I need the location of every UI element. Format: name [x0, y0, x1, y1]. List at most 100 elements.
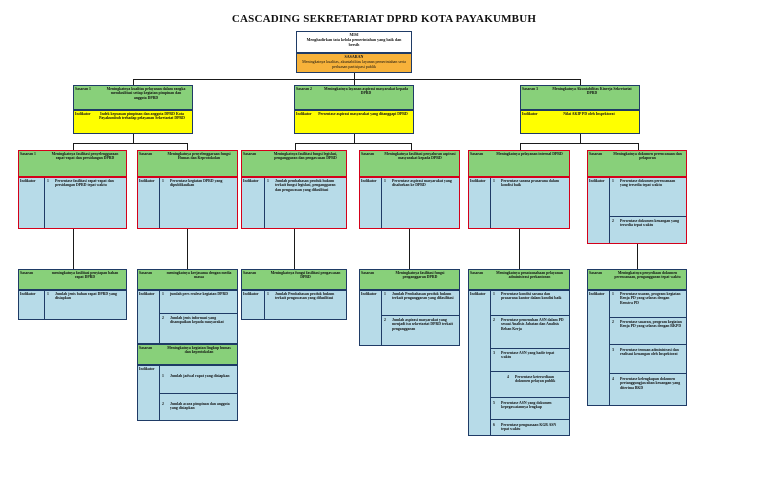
divider — [490, 315, 569, 316]
sasaran-label: Sasaran 2 — [296, 87, 312, 91]
indikator-text: Persentase sasaran, program kegiatan Ren… — [620, 320, 682, 329]
indikator-text: Jumlah Pembahasan produk hukum terkait p… — [392, 292, 454, 301]
level2-indikator-5: Indikator 1 Persentase sarana prasarana … — [468, 177, 570, 229]
indikator-text: Jumlah Pembahasan produk hukum terkait p… — [275, 292, 335, 301]
top-sasaran-label: SASARAN — [344, 54, 364, 59]
indikator-text: Jumlah jenis informasi yang disampaikan … — [170, 316, 224, 325]
sasaran-text: Meningkatnya fungsi fasilitasi pengawasa… — [270, 271, 341, 280]
indikator-text: Persentase penguasaan KGB ASN tepat wakt… — [501, 423, 557, 432]
indikator-text: Jumlah jenis bahan rapat DPRD yang disia… — [55, 292, 117, 301]
indikator-text: Nilai AKIP PD oleh Inspektorat — [563, 112, 615, 116]
indikator-num: 1 — [47, 292, 49, 296]
indikator-label: Indikator — [589, 179, 605, 183]
sasaran-label: Sasaran — [139, 271, 153, 275]
indikator-num: 2 — [612, 320, 614, 324]
top-sasaran-text: Meningkatnya kualitas, akuntabilitas lay… — [302, 58, 406, 69]
divider — [490, 397, 569, 398]
divider — [159, 291, 160, 343]
indikator-text: Persentase kondisi sarana dan prasarana … — [501, 292, 562, 301]
indikator-num: 3 — [493, 351, 495, 355]
misi-label: MISI — [349, 32, 359, 37]
connector — [409, 229, 410, 269]
indikator-label: Indikator — [470, 179, 486, 183]
divider — [159, 313, 237, 314]
connector — [637, 244, 638, 269]
connector — [580, 134, 581, 143]
level2-indikator-1: Indikator 1 Persentase fasilitasi rapat-… — [18, 177, 127, 229]
indikator-num: 2 — [612, 219, 614, 223]
sasaran-label: Sasaran — [470, 271, 484, 275]
indikator-label: Indikator — [243, 179, 259, 183]
sasaran-text: Meningkatnya penatausahaan pelayanan adm… — [496, 271, 563, 280]
level1-sasaran-1: Sasaran 1 Meningkatnya kualitas pelayana… — [73, 85, 193, 110]
indikator-num: 6 — [493, 423, 495, 427]
divider — [159, 366, 160, 420]
indikator-num: 2 — [162, 316, 164, 320]
indikator-text: Persentase dokumen keuangan yang tersedi… — [620, 219, 679, 228]
divider — [609, 216, 686, 217]
level3-sasaran-1: Sasaran meningkatnya fasilitasi penyiapa… — [18, 269, 127, 290]
indikator-num: 4 — [612, 377, 614, 381]
indikator-label: Indikator — [296, 112, 312, 116]
misi-box: MISI Menghadirkan tata kelola pemerintah… — [296, 31, 412, 53]
indikator-label: Indikator — [243, 292, 259, 296]
level3-indikator-6: Indikator 1 Persentase usaran, program k… — [587, 290, 687, 406]
indikator-text: Jumlah jadwal rapat yang disiapkan — [170, 374, 230, 378]
level3-indikator-5: Indikator 1 Persentase kondisi sarana da… — [468, 290, 570, 436]
connector — [73, 143, 74, 150]
divider — [44, 291, 45, 319]
sasaran-text: Meningkatnya penyediaan dokumen perencan… — [614, 271, 681, 280]
connector — [354, 73, 355, 79]
indikator-num: 1 — [384, 179, 386, 183]
sasaran-label: Sasaran 3 — [522, 87, 538, 91]
level1-indikator-1: Indikator Indek kepuasan pimpinan dan an… — [73, 110, 193, 134]
divider — [490, 291, 491, 435]
divider — [381, 315, 459, 316]
sasaran-label: Sasaran — [243, 271, 257, 275]
connector — [295, 143, 411, 144]
divider — [159, 178, 160, 228]
level3-sasaran-2: Sasaran meningkatnya kerjasama dengan me… — [137, 269, 238, 290]
level3-indikator-3: Indikator 1 Jumlah Pembahasan produk huk… — [241, 290, 347, 320]
sasaran-text: Meningkatnya Akuntabilitas Kinerja Sekre… — [552, 87, 632, 96]
indikator-num: 1 — [493, 179, 495, 183]
connector — [295, 143, 296, 150]
indikator-num: 1 — [612, 179, 614, 183]
indikator-label: Indikator — [522, 112, 538, 116]
level2-sasaran-4: Sasaran Meningkatnya fasilitasi penyalur… — [359, 150, 460, 177]
sasaran-text: meningkatnya fasilitasi penyiapan bahan … — [51, 271, 119, 280]
connector — [354, 79, 355, 85]
divider — [609, 178, 610, 243]
sasaran-text: Meningkatnya pelayanan internal DPRD — [496, 152, 563, 156]
indikator-num: 4 — [507, 375, 509, 379]
sasaran-label: Sasaran — [243, 152, 257, 156]
level3-indikator-1: Indikator 1 Jumlah jenis bahan rapat DPR… — [18, 290, 127, 320]
connector — [520, 143, 638, 144]
divider — [490, 348, 569, 349]
level2-sasaran-2: Sasaran Meningkatnya penyelenggaraan fun… — [137, 150, 238, 177]
connector — [133, 79, 134, 85]
indikator-label: Indikator — [75, 112, 91, 116]
level2-indikator-2: Indikator 1 Persentase kegiatan DPRD yan… — [137, 177, 238, 229]
sasaran-label: Sasaran — [139, 346, 153, 350]
level2-sasaran-5: Sasaran Meningkatnya pelayanan internal … — [468, 150, 570, 177]
sasaran-label: Sasaran — [361, 271, 375, 275]
level3-indikator-2: Indikator 1 jumlah pers realese kegiatan… — [137, 290, 238, 344]
indikator-text: Jumlah aspirasi masyarakat yang menjadi … — [392, 318, 453, 331]
level3-indikator-4: Indikator 1 Jumlah Pembahasan produk huk… — [359, 290, 460, 346]
sasaran-label: Sasaran — [589, 271, 603, 275]
indikator-num: 1 — [47, 179, 49, 183]
level2-sasaran-3: Sasaran Meningkatnya fasilitasi fungsi l… — [241, 150, 347, 177]
indikator-text: Persentase kelengkapan dokumen pertanggu… — [620, 377, 681, 390]
indikator-text: Indek kepuasan pimpinan dan anggota DPRD… — [99, 112, 185, 121]
connector — [411, 143, 412, 150]
level2-indikator-3: Indikator 1 Jumlah pembahasan produk huk… — [241, 177, 347, 229]
sasaran-label: Sasaran — [589, 152, 603, 156]
connector — [73, 143, 187, 144]
indikator-num: 1 — [162, 374, 164, 378]
level2-indikator-4: Indikator 1 Persentase aspirasi masyarak… — [359, 177, 460, 229]
divider — [44, 178, 45, 228]
divider — [490, 371, 569, 372]
connector — [187, 229, 188, 269]
sasaran-text: Meningkatnya kualitas pelayanan dalam ra… — [106, 87, 186, 100]
